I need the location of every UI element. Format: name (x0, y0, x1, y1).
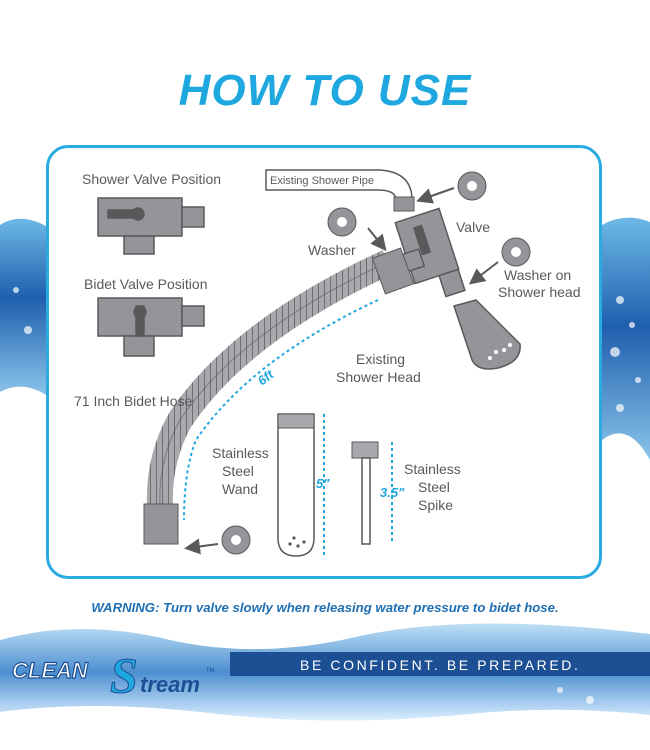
pipe-thread (393, 196, 415, 212)
hose-length-line (183, 299, 379, 521)
washer-arrow-right (468, 261, 499, 285)
warning-message: Turn valve slowly when releasing water p… (159, 600, 559, 615)
shower-valve-position-label: Shower Valve Position (82, 171, 221, 187)
spike-label-line1: Stainless (404, 461, 461, 477)
wand-length-label: 5" (316, 476, 330, 491)
warning-text: WARNING: Turn valve slowly when releasin… (0, 600, 650, 615)
shower-head-label-right: Shower head (498, 284, 581, 300)
bidet-valve-position-diagram (97, 297, 205, 357)
logo-trademark: TM (206, 668, 215, 674)
bidet-hose-outline (159, 261, 389, 507)
existing-shower-head-label: Shower Head (336, 369, 421, 385)
washer-icon-left (327, 207, 357, 237)
hose-bottom-connector (143, 503, 179, 545)
existing-label: Existing (356, 351, 405, 367)
hose-length-label: 6ft (255, 366, 277, 388)
spike-label-line3: Spike (418, 497, 453, 513)
page-title: HOW TO USE (178, 66, 472, 115)
logo-word-clean: CLEAN (12, 658, 89, 683)
washer-label: Washer (308, 242, 356, 258)
washer-icon-right (501, 237, 531, 267)
right-water-splash (602, 217, 650, 460)
bidet-valve-position-label: Bidet Valve Position (84, 276, 207, 292)
washer-on-label: Washer on (504, 267, 571, 283)
spike-label-line2: Steel (418, 479, 450, 495)
hose-label: 71 Inch Bidet Hose (74, 393, 193, 409)
valve-label: Valve (456, 219, 490, 235)
washer-arrow-top (416, 187, 455, 204)
existing-shower-pipe-label: Existing Shower Pipe (270, 175, 374, 187)
wand-label-line1: Stainless (212, 445, 269, 461)
wand-label-line2: Steel (222, 463, 254, 479)
logo-letter-s: S (110, 648, 138, 703)
washer-icon-bottom (221, 525, 251, 555)
washer-arrow-left (367, 227, 387, 252)
hose-top-connector (371, 247, 415, 295)
shower-valve-position-diagram (97, 197, 205, 255)
clean-stream-logo: CLEAN S tream TM (11, 648, 215, 704)
tagline-banner (230, 652, 650, 676)
left-water-splash (0, 218, 46, 395)
washer-arrow-bottom (184, 538, 219, 555)
stainless-steel-spike (351, 441, 379, 545)
valve-diagram (394, 207, 466, 298)
logo-word-tream: tream (140, 672, 200, 697)
brand-tagline: BE CONFIDENT. BE PREPARED. (300, 657, 581, 673)
spike-length-label: 3.5" (380, 485, 405, 500)
washer-icon-top-right (457, 171, 487, 201)
warning-prefix: WARNING: (91, 600, 160, 615)
stainless-steel-wand (277, 413, 315, 557)
shower-head-diagram (453, 299, 521, 370)
wand-label-line3: Wand (222, 481, 258, 497)
